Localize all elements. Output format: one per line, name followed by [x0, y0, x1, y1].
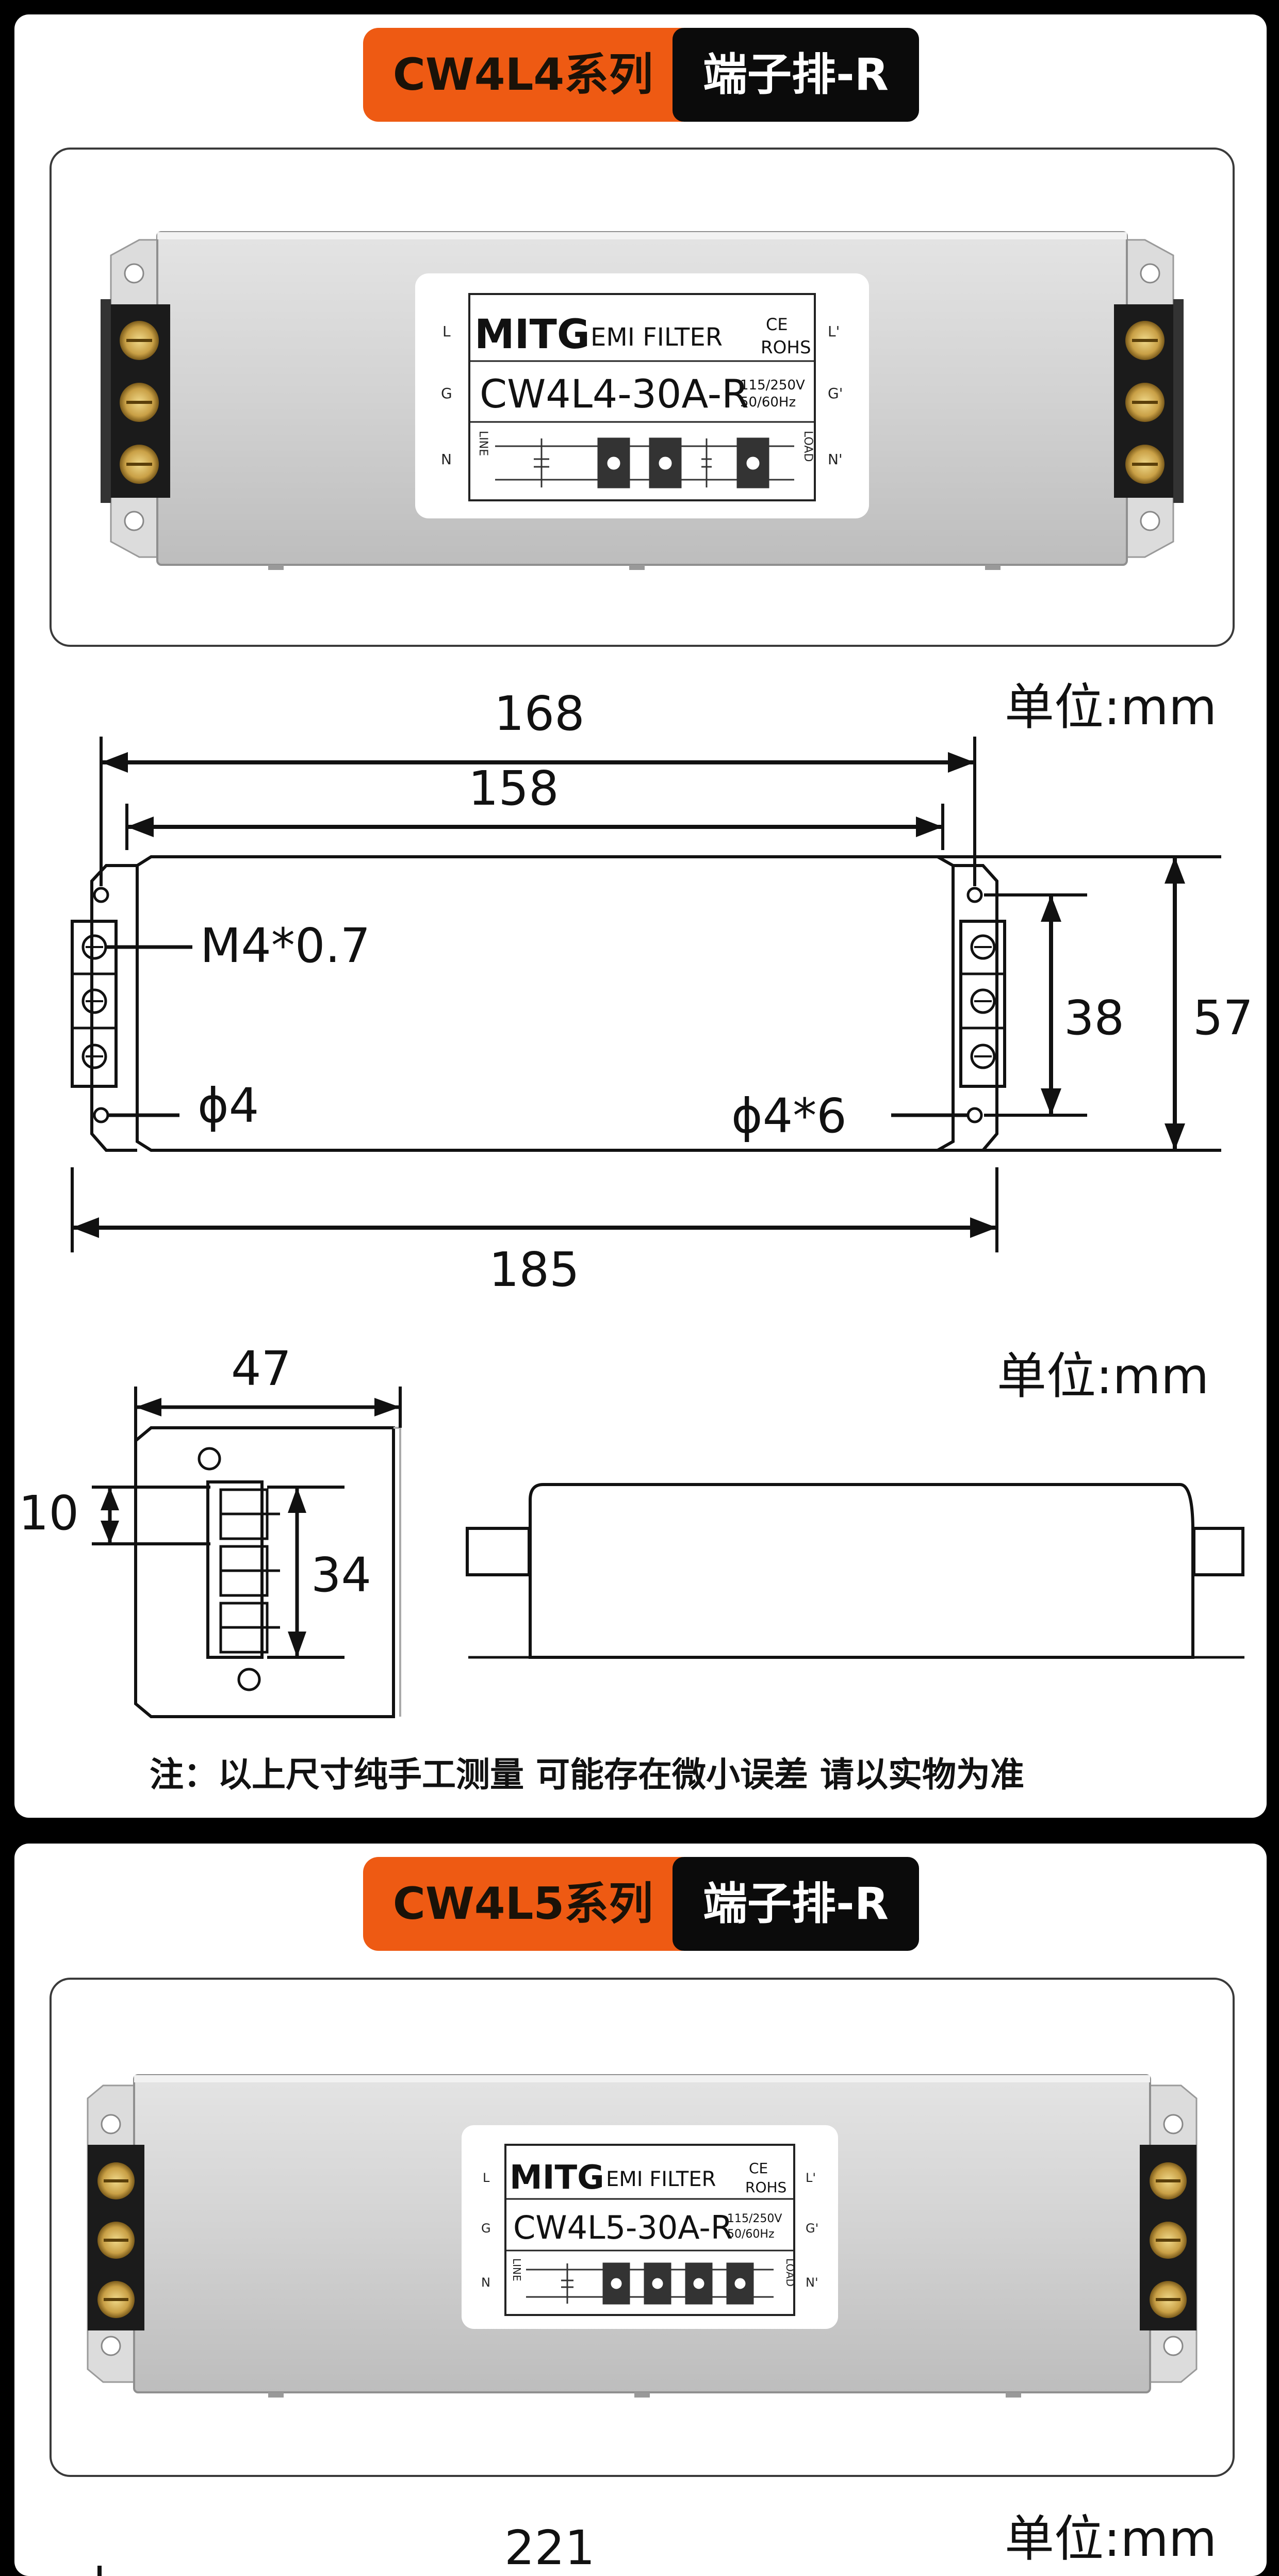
dim-34: 34	[311, 1547, 372, 1603]
screw-spec: M4*0.7	[200, 918, 371, 973]
label-model-2: CW4L5-30A-R	[513, 2209, 733, 2246]
dimension-drawing-top	[71, 737, 1221, 1252]
label-model: CW4L4-30A-R	[480, 371, 749, 417]
terminal-block-right-2	[1140, 2145, 1196, 2330]
label-term-g-out: G'	[828, 385, 843, 402]
measurement-note: 注：以上尺寸纯手工测量 可能存在微小误差 请以实物为准	[150, 1755, 1024, 1795]
ce-mark-2: CE	[749, 2160, 768, 2177]
dimension-line-221	[97, 2566, 102, 2576]
label-term-l: L	[442, 323, 451, 340]
label-load-2: LOAD	[784, 2258, 796, 2287]
product-photo-cw4l4: MITG EMI FILTER CE ROHS CW4L4-30A-R 115/…	[101, 231, 1184, 570]
dimension-drawing-side	[92, 1387, 1244, 1718]
product-photo-cw4l5: MITG EMI FILTER CE ROHS CW4L5-30A-R 115/…	[87, 2074, 1198, 2398]
label-frequency: 50/60Hz	[740, 395, 796, 410]
label-line: LINE	[477, 431, 489, 456]
series-title-name: CW4L4系列	[363, 28, 683, 122]
label-load: LOAD	[801, 431, 814, 462]
dim-168: 168	[494, 686, 585, 741]
dim-47: 47	[231, 1341, 292, 1396]
label-term-g: G	[441, 385, 452, 402]
series-title-2: CW4L5系列 端子排-R	[363, 1857, 919, 1951]
label-term-g-out-2: G'	[806, 2221, 818, 2236]
series-title-type: 端子排-R	[673, 28, 919, 122]
label-brand-2: MITG	[510, 2159, 604, 2197]
label-frequency-2: 50/60Hz	[727, 2228, 775, 2241]
label-term-g-2: G	[481, 2221, 491, 2236]
unit-label-side: 单位:mm	[997, 1347, 1209, 1405]
label-rohs-2: ROHS	[745, 2179, 786, 2196]
circuit-schematic-icon	[495, 437, 794, 488]
label-emi-filter-2: EMI FILTER	[606, 2167, 716, 2191]
hole-spec-right: ϕ4*6	[731, 1088, 847, 1144]
product-label-2: MITG EMI FILTER CE ROHS CW4L5-30A-R 115/…	[462, 2125, 838, 2329]
unit-label-top-2: 单位:mm	[1005, 2510, 1217, 2568]
label-term-l-out: L'	[828, 323, 840, 340]
dim-10: 10	[19, 1486, 79, 1541]
product-panel-cw4l5: CW4L5系列 端子排-R	[14, 1844, 1267, 2576]
dim-57: 57	[1193, 990, 1254, 1046]
circuit-schematic-icon-2	[526, 2262, 774, 2305]
label-rohs: ROHS	[761, 337, 811, 358]
product-photo-frame-2: MITG EMI FILTER CE ROHS CW4L5-30A-R 115/…	[50, 1978, 1235, 2477]
terminal-block-left	[101, 299, 170, 503]
label-term-n-out-2: N'	[806, 2275, 818, 2290]
label-voltage-2: 115/250V	[727, 2212, 782, 2225]
unit-label-top: 单位:mm	[1005, 678, 1217, 736]
terminal-block-right	[1114, 299, 1184, 503]
label-term-l-2: L	[483, 2171, 490, 2185]
terminal-block-left-2	[88, 2145, 144, 2330]
label-term-n: N	[441, 451, 452, 468]
label-term-l-out-2: L'	[806, 2171, 816, 2185]
product-panel-cw4l4: CW4L4系列 端子排-R	[14, 14, 1267, 1818]
hole-spec-left: ϕ4	[198, 1078, 259, 1133]
series-title: CW4L4系列 端子排-R	[363, 28, 919, 122]
dim-38: 38	[1064, 990, 1125, 1046]
label-term-n-2: N	[481, 2275, 490, 2290]
series-title-name-2: CW4L5系列	[363, 1857, 683, 1951]
label-brand: MITG	[474, 312, 590, 358]
label-line-2: LINE	[511, 2258, 523, 2281]
label-term-n-out: N'	[828, 451, 843, 468]
product-photo-frame: MITG EMI FILTER CE ROHS CW4L4-30A-R 115/…	[50, 148, 1235, 647]
label-voltage: 115/250V	[740, 378, 805, 393]
label-emi-filter: EMI FILTER	[591, 323, 723, 352]
dim-185: 185	[489, 1242, 580, 1297]
product-label: MITG EMI FILTER CE ROHS CW4L4-30A-R 115/…	[415, 273, 869, 518]
ce-mark: CE	[766, 315, 788, 334]
dim-158: 158	[468, 761, 559, 816]
series-title-type-2: 端子排-R	[673, 1857, 919, 1951]
